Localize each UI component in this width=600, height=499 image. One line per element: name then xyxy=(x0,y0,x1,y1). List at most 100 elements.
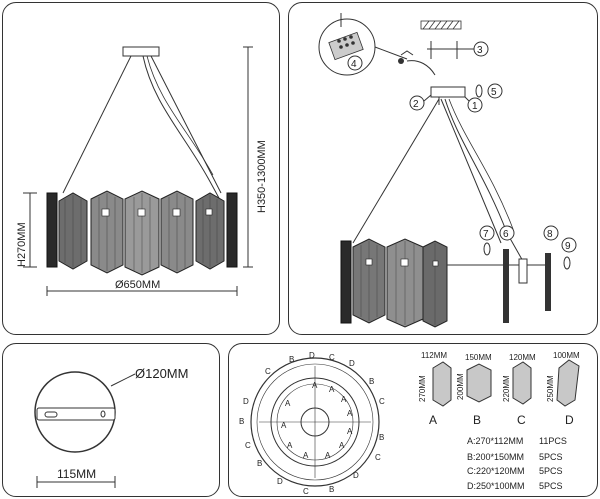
exploded-panel-6 xyxy=(503,249,509,323)
callout-9: 9 xyxy=(561,237,577,270)
piece-b: 150MM 200MM B xyxy=(456,353,492,427)
svg-text:B: B xyxy=(257,459,262,468)
assembly-panel: 3 4 2 1 5 7 6 xyxy=(288,2,598,335)
canopy-diameter-label: Ø120MM xyxy=(135,366,188,381)
svg-text:100MM: 100MM xyxy=(553,351,580,360)
svg-text:C: C xyxy=(245,441,251,450)
svg-text:D: D xyxy=(565,413,574,427)
svg-text:A: A xyxy=(285,399,291,408)
chandelier-elevation-drawing: H350-1300MM H270MM Ø650MM xyxy=(16,46,268,296)
svg-text:C: C xyxy=(303,487,309,496)
exploded-panel-8 xyxy=(545,253,551,311)
svg-text:B: B xyxy=(289,355,294,364)
svg-text:3: 3 xyxy=(477,45,483,56)
piece-a: 112MM 270MM A xyxy=(418,351,452,427)
canopy-screw-hole xyxy=(100,410,106,418)
svg-text:B: B xyxy=(239,417,244,426)
callout-7: 7 xyxy=(479,225,495,256)
svg-text:4: 4 xyxy=(351,59,357,70)
canopy xyxy=(430,86,466,98)
callout-2: 2 xyxy=(409,94,432,111)
dimensions-panel: H350-1300MM H270MM Ø650MM xyxy=(2,2,280,335)
svg-text:D: D xyxy=(349,359,355,368)
svg-text:200MM: 200MM xyxy=(456,373,465,400)
svg-text:A: A xyxy=(339,441,345,450)
spec-c: C:220*120MM xyxy=(467,466,525,476)
assembly-power-cable xyxy=(444,98,525,264)
svg-text:A: A xyxy=(325,451,331,460)
spec-d: D:250*100MM xyxy=(467,481,525,491)
crystal-shade-ring xyxy=(46,190,238,276)
svg-text:A: A xyxy=(341,395,347,404)
canopy-width-dimension-line xyxy=(36,476,116,488)
piece-d: 100MM 250MM D xyxy=(546,351,580,427)
wire-left xyxy=(352,98,440,244)
callout-5: 5 xyxy=(475,83,503,99)
ceiling-hatch xyxy=(420,20,462,30)
height-label: H350-1300MM xyxy=(256,140,268,213)
svg-text:C: C xyxy=(375,453,381,462)
assembly-drawing: 3 4 2 1 5 7 6 xyxy=(318,13,577,328)
callout-4: 4 xyxy=(347,55,363,71)
svg-text:6: 6 xyxy=(503,229,509,240)
shade-height-dimension-line xyxy=(23,192,37,268)
svg-text:150MM: 150MM xyxy=(465,353,492,362)
svg-text:A: A xyxy=(429,413,437,427)
svg-text:2: 2 xyxy=(413,99,419,110)
svg-text:8: 8 xyxy=(547,229,553,240)
callout-1: 1 xyxy=(464,96,483,113)
svg-text:A: A xyxy=(287,441,293,450)
svg-text:C: C xyxy=(379,397,385,406)
callout-8: 8 xyxy=(543,225,559,241)
canopy-slot xyxy=(44,411,58,418)
spec-b: B:200*150MM xyxy=(467,452,524,462)
canopy-panel: Ø120MM 115MM xyxy=(2,343,220,497)
qty-b: 5PCS xyxy=(539,452,563,462)
svg-text:C: C xyxy=(265,367,271,376)
qty-c: 5PCS xyxy=(539,466,563,476)
svg-text:B: B xyxy=(329,485,334,494)
ring-labels-a: A A A A A A A A A A A xyxy=(281,381,353,460)
mounting-bracket xyxy=(400,41,461,76)
canopy-plate xyxy=(36,407,116,421)
svg-text:220MM: 220MM xyxy=(502,375,511,402)
svg-text:A: A xyxy=(303,451,309,460)
diameter-label: Ø650MM xyxy=(115,279,160,291)
svg-text:A: A xyxy=(329,385,335,394)
svg-text:D: D xyxy=(243,397,249,406)
svg-text:9: 9 xyxy=(565,241,571,252)
qty-d: 5PCS xyxy=(539,481,563,491)
svg-text:A: A xyxy=(347,409,353,418)
svg-text:5: 5 xyxy=(491,87,497,98)
svg-text:A: A xyxy=(312,381,318,390)
assembled-shade xyxy=(340,238,448,328)
svg-text:D: D xyxy=(353,471,359,480)
spec-a: A:270*112MM xyxy=(467,436,523,446)
layout-panel: A A A A A A A A A A A D C D B C D B C B … xyxy=(228,343,598,497)
callout-6: 6 xyxy=(499,225,515,241)
diameter-dimension-line xyxy=(46,286,238,296)
svg-text:C: C xyxy=(517,413,526,427)
svg-text:D: D xyxy=(309,351,315,360)
svg-text:270MM: 270MM xyxy=(418,375,427,402)
layout-drawing: A A A A A A A A A A A D C D B C D B C B … xyxy=(239,351,580,496)
canopy-width-label: 115MM xyxy=(57,467,96,481)
svg-text:112MM: 112MM xyxy=(421,351,447,360)
svg-text:120MM: 120MM xyxy=(509,353,536,362)
ring-labels-outer: D C D B C D B C B D C B D C B C B xyxy=(239,351,385,496)
shade-height-label: H270MM xyxy=(16,222,28,267)
suspension-wire-right xyxy=(150,55,222,194)
svg-text:D: D xyxy=(277,477,283,486)
qty-a: 11PCS xyxy=(539,436,567,446)
svg-text:C: C xyxy=(329,353,335,362)
svg-text:A: A xyxy=(281,421,287,430)
svg-text:B: B xyxy=(379,433,384,442)
outer-ring xyxy=(250,357,380,487)
spec-table: A:270*112MM 11PCS B:200*150MM 5PCS C:220… xyxy=(467,436,567,491)
canopy-drawing: Ø120MM 115MM xyxy=(34,366,188,488)
svg-text:7: 7 xyxy=(483,229,489,240)
wire-right xyxy=(440,98,502,244)
ceiling-canopy xyxy=(122,46,160,57)
suspension-wire-left xyxy=(62,55,132,194)
svg-text:B: B xyxy=(369,377,374,386)
